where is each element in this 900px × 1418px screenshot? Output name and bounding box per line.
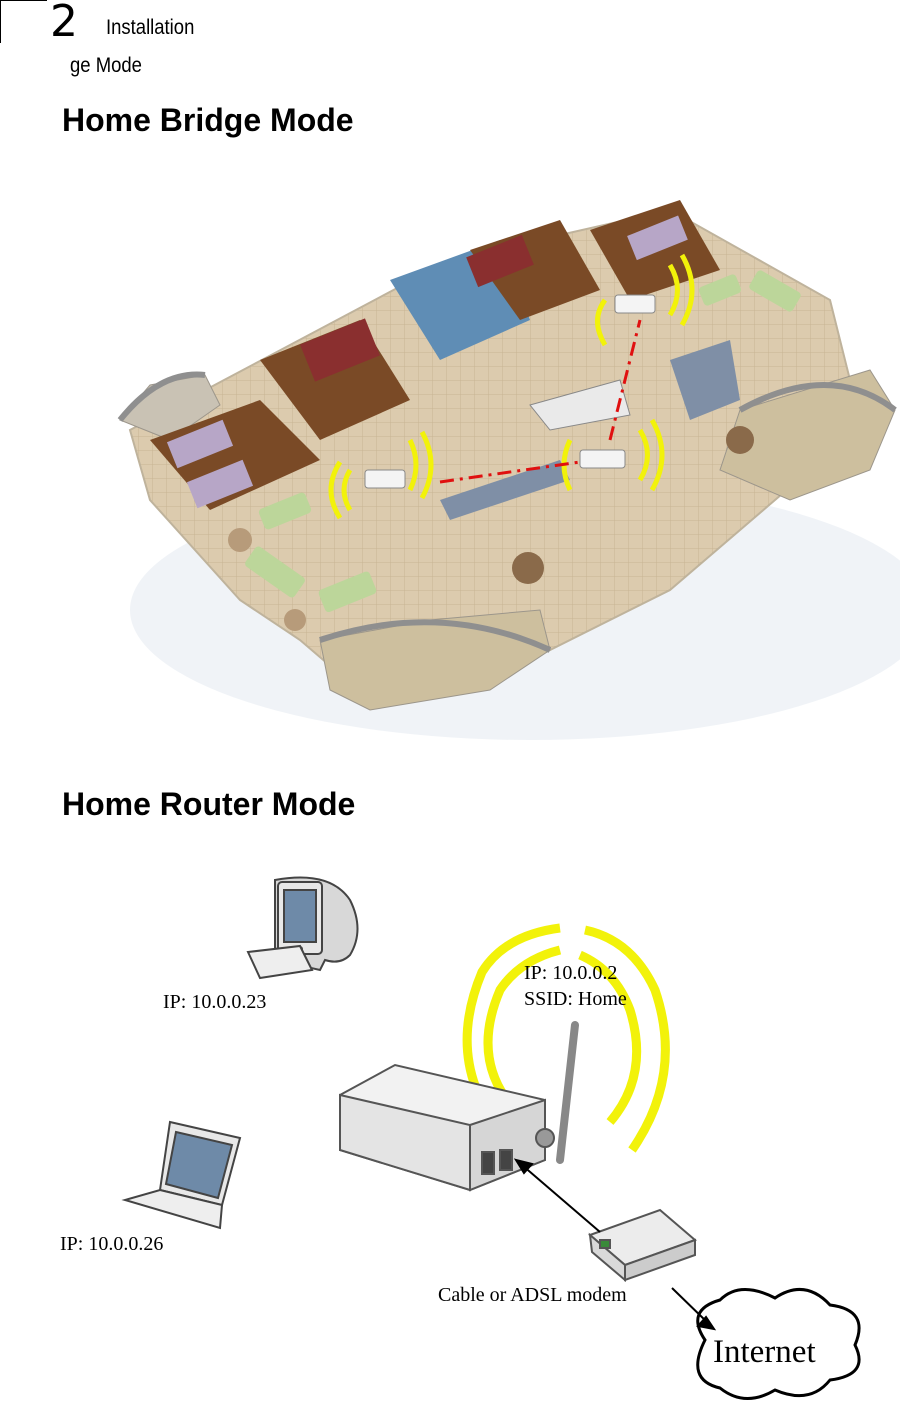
laptop-ip-label: IP: 10.0.0.26 xyxy=(60,1233,163,1256)
router-ip-label: IP: 10.0.0.2 xyxy=(524,962,617,985)
bridge-mode-heading: Home Bridge Mode xyxy=(62,102,354,139)
house-floorplan-illustration xyxy=(110,170,900,770)
header-frame xyxy=(0,0,47,43)
section-fragment: ge Mode xyxy=(70,54,142,78)
chapter-title: Installation xyxy=(106,16,194,40)
chapter-number: 2 xyxy=(50,0,78,46)
internet-cloud-label: Internet xyxy=(713,1334,816,1371)
laptop-icon xyxy=(125,1122,240,1228)
modem-label: Cable or ADSL modem xyxy=(438,1284,627,1307)
router-mode-heading: Home Router Mode xyxy=(62,786,355,823)
desktop-ip-label: IP: 10.0.0.23 xyxy=(163,991,266,1014)
modem-icon xyxy=(590,1210,695,1280)
router-ssid-label: SSID: Home xyxy=(524,988,627,1011)
wireless-router-icon xyxy=(340,1025,575,1190)
desktop-computer-icon xyxy=(248,878,358,979)
